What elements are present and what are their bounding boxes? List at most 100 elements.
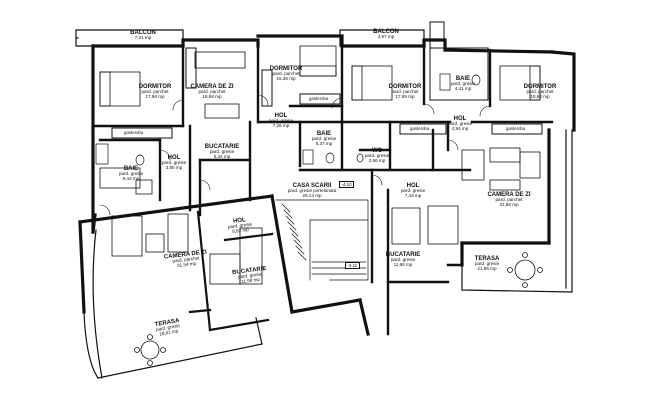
room-area: 7,43 mp — [404, 193, 422, 199]
room-label-balcon-right: BALCON 4,97 mp — [373, 29, 399, 40]
room-finish: pard. gresie — [209, 149, 235, 155]
room-finish: pard. gresie — [364, 153, 390, 159]
wardrobe-label: garderoba — [124, 130, 144, 135]
room-name: BUCATARIE — [385, 252, 421, 258]
room-area: 7,26 mp — [272, 123, 290, 129]
room-label-dormitor-3: DORMITOR pard. parchet 17,95 mp — [389, 84, 422, 100]
room-finish: pard. gresie — [311, 136, 337, 142]
room-finish: pard. gresie — [400, 188, 426, 194]
room-area: 4,41 mp — [454, 86, 472, 92]
room-label-terasa-right: TERASA pard. gresie 21,95 mp — [475, 256, 500, 272]
room-area: 15,38 mp — [276, 76, 296, 82]
room-finish: pard. gresie — [474, 261, 500, 267]
room-area: 4,97 mp — [377, 34, 395, 40]
room-finish: pard. gresie — [161, 160, 187, 166]
room-name: CAMERA DE ZI — [487, 192, 531, 198]
level-marker: -4.10 — [339, 181, 355, 188]
room-area: 4,94 mp — [451, 126, 469, 132]
level-marker: -2.11 — [345, 262, 360, 269]
room-name: BAIE — [316, 131, 332, 137]
room-area: 3,85 mp — [165, 165, 183, 171]
room-name: BALCON — [130, 30, 156, 36]
room-name: BAIE — [123, 166, 139, 172]
room-area: 15,82 mp — [530, 94, 550, 100]
room-finish: pard. gresie portelanata — [287, 188, 337, 194]
room-label-baie-left: BAIE pard. gresie 9,44 mp — [119, 166, 143, 182]
room-name: DORMITOR — [523, 84, 557, 90]
room-finish: pard. parchet — [391, 89, 419, 95]
wardrobe-label: garderoba — [506, 126, 526, 131]
beds — [99, 45, 541, 107]
room-label-dormitor-2: DORMITOR pard. parchet 15,38 mp — [270, 66, 303, 82]
room-area: 2,96 mp — [368, 158, 386, 164]
terrace-right-outline — [461, 129, 573, 293]
room-label-hol-angled: HOL pard. gresie 8,62 mp — [227, 217, 253, 236]
room-area: 5,37 mp — [315, 141, 333, 147]
room-label-camera-zi-right: CAMERA DE ZI pard. parchet 31,66 mp — [487, 192, 530, 208]
room-finish: pard. gresie — [390, 257, 416, 263]
bath-fixtures — [95, 73, 481, 166]
room-name: HOL — [453, 116, 467, 122]
room-label-bucatarie-right: BUCATARIE pard. gresie 11,66 mp — [386, 252, 420, 268]
room-name: WC — [371, 148, 382, 154]
shaft-boxes — [429, 21, 445, 49]
room-name: CAMERA DE ZI — [190, 84, 234, 90]
room-label-casa-scarii: CASA SCARII pard. gresie portelanata 29,… — [288, 183, 337, 199]
room-finish: pard. gresie — [268, 118, 294, 124]
interior-walls — [91, 44, 554, 336]
room-label-wc: WC pard. gresie 2,96 mp — [365, 148, 389, 164]
room-label-hol-right: HOL pard. gresie 7,43 mp — [401, 183, 425, 199]
room-name: HOL — [167, 155, 181, 161]
room-name: HOL — [274, 113, 288, 119]
room-finish: pard. gresie — [450, 81, 476, 87]
angled-unit-walls — [78, 194, 370, 336]
room-area: 17,96 mp — [145, 94, 165, 100]
room-finish: pard. parchet — [526, 89, 554, 95]
room-area: 31,66 mp — [499, 202, 519, 208]
room-label-hol-1: HOL pard. gresie 3,85 mp — [162, 155, 186, 171]
terrace-tables — [134, 252, 543, 366]
angled-unit-interior — [188, 210, 274, 332]
room-name: DORMITOR — [269, 66, 303, 72]
room-label-baie-mid: BAIE pard. gresie 5,37 mp — [312, 131, 336, 147]
room-label-baie-top: BAIE pard. gresie 4,41 mp — [451, 76, 475, 92]
room-label-hol-2: HOL pard. gresie 7,26 mp — [269, 113, 293, 129]
room-finish: pard. parchet — [495, 197, 523, 203]
room-label-hol-right-top: HOL pard. gresie 4,94 mp — [448, 116, 472, 132]
room-name: BUCATARIE — [204, 144, 240, 150]
room-finish: pard. parchet — [198, 89, 226, 95]
room-area: 17,95 mp — [395, 94, 415, 100]
balcony-right-outline — [339, 29, 425, 47]
room-label-balcon-left: BALCON 7,31 mp — [130, 30, 156, 41]
room-area: 5,34 mp — [213, 154, 231, 160]
room-name: TERASA — [474, 256, 500, 262]
room-label-camera-zi-1: CAMERA DE ZI pard. parchet 18,68 mp — [190, 84, 233, 100]
room-name: BAIE — [455, 76, 471, 82]
room-finish: pard. parchet — [272, 71, 300, 77]
balcony-left-outline — [75, 29, 184, 47]
room-area: 18,68 mp — [202, 94, 222, 100]
room-label-dormitor-4: DORMITOR pard. parchet 15,82 mp — [524, 84, 557, 100]
exterior-walls — [91, 34, 576, 267]
wardrobe-partitions — [111, 47, 543, 139]
wardrobe-label: garderoba — [410, 126, 430, 131]
room-finish: pard. parchet — [141, 89, 169, 95]
room-area: 7,31 mp — [134, 35, 152, 41]
terrace-left-outline — [83, 229, 263, 379]
room-finish: pard. gresie — [447, 121, 473, 127]
room-name: CASA SCARII — [292, 183, 332, 189]
room-finish: pard. gresie — [118, 171, 144, 177]
room-area: 11,66 mp — [393, 262, 413, 268]
wardrobe-label: garderoba — [309, 96, 329, 101]
room-area: 21,95 mp — [477, 266, 497, 272]
room-label-bucatarie-1: BUCATARIE pard. gresie 5,34 mp — [205, 144, 239, 160]
room-area: 29,14 mp — [302, 193, 322, 199]
room-name: BALCON — [373, 29, 399, 35]
room-label-dormitor-1: DORMITOR pard. parchet 17,96 mp — [139, 84, 172, 100]
room-name: DORMITOR — [388, 84, 422, 90]
room-name: DORMITOR — [138, 84, 172, 90]
room-name: HOL — [406, 183, 420, 189]
furniture — [99, 51, 541, 285]
room-area: 9,44 mp — [122, 176, 140, 182]
